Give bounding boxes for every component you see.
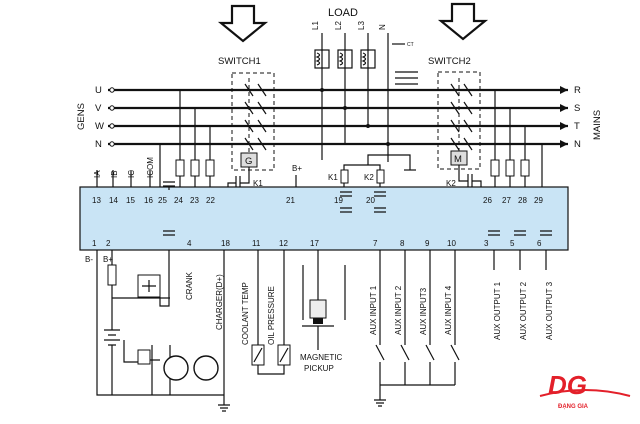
terminal-capacitors (163, 181, 552, 236)
terminal-15: 15 (126, 196, 135, 205)
pickup-label: PICKUP (304, 364, 334, 373)
input-icom: ICOM (146, 157, 155, 178)
terminal-20: 20 (366, 196, 375, 205)
mains-phase-r: R (574, 85, 581, 96)
current-transformers: CT (314, 42, 418, 91)
relay-coils: B+ K1 K2 (292, 154, 416, 195)
battery-crank-wiring: B- B+ CRANK CHARGER(D+) (85, 250, 230, 412)
terminal-24: 24 (174, 196, 183, 205)
terminal-29: 29 (534, 196, 543, 205)
logo-subtext: ĐẠNG GIA (558, 404, 589, 410)
aux-outputs: AUX OUTPUT 1 AUX OUTPUT 2 AUX OUTPUT 3 (493, 250, 554, 340)
phase-buses (108, 86, 568, 148)
terminal-14: 14 (109, 196, 118, 205)
gens-phase-v: V (95, 103, 102, 114)
relay-k2-contact: K2 (446, 179, 456, 188)
gens-label: GENS (76, 103, 87, 130)
switch1-contactor: G K1 (231, 72, 275, 190)
terminal-11: 11 (252, 239, 261, 248)
magnetic-label: MAGNETIC (300, 353, 342, 362)
aux-input-1: AUX INPUT 1 (369, 285, 378, 335)
terminal-16: 16 (144, 196, 153, 205)
switch2-label: SWITCH2 (428, 56, 471, 67)
terminal-6: 6 (537, 239, 542, 248)
terminal-3: 3 (484, 239, 489, 248)
load-lines: L1 L2 L3 N (311, 21, 389, 162)
load-phase-l2: L2 (334, 21, 343, 30)
gens-phase-u: U (95, 85, 102, 96)
aux-output-2: AUX OUTPUT 2 (519, 281, 528, 340)
bplus-top-label: B+ (292, 164, 302, 173)
load-phase-l3: L3 (357, 21, 366, 30)
bottom-terminals: 1 2 4 18 11 12 17 7 8 9 10 3 5 6 (92, 239, 542, 248)
relay-k1-coil: K1 (328, 173, 338, 182)
engine-sensors: COOLANT TEMP OIL PRESSURE (241, 250, 291, 375)
terminal-13: 13 (92, 196, 101, 205)
gen-sense-wiring (96, 90, 236, 195)
mains-phase-n: N (574, 139, 581, 150)
input-ib: IB (110, 170, 119, 178)
logo-mark: DG (548, 370, 587, 400)
terminal-22: 22 (206, 196, 215, 205)
switch2-arrow-icon (437, 2, 489, 41)
aux-input-3: AUX INPUT3 (419, 287, 428, 335)
ct-label: CT (407, 42, 414, 48)
gens-phase-n: N (95, 139, 102, 150)
gens-phase-w: W (95, 121, 104, 132)
terminal-25: 25 (158, 196, 167, 205)
switch1-label: SWITCH1 (218, 56, 261, 67)
coolant-temp-label: COOLANT TEMP (241, 282, 250, 345)
terminal-1: 1 (92, 239, 97, 248)
load-phase-n: N (378, 24, 387, 30)
bminus-label: B- (85, 255, 93, 264)
terminal-2: 2 (106, 239, 111, 248)
terminal-28: 28 (518, 196, 527, 205)
terminal-21: 21 (286, 196, 295, 205)
terminal-8: 8 (400, 239, 405, 248)
top-terminals: 13 14 15 16 25 24 23 22 21 19 20 26 27 2… (92, 196, 543, 205)
aux-input-4: AUX INPUT 4 (444, 285, 453, 335)
mains-phase-t: T (574, 121, 580, 132)
bplus-bottom-label: B+ (103, 255, 113, 264)
switch2-contactor: M K2 (437, 71, 481, 188)
breaker-gen-label: G (245, 156, 252, 167)
oil-pressure-label: OIL PRESSURE (267, 286, 276, 345)
load-label: LOAD (328, 7, 358, 19)
switch1-arrow-icon (217, 4, 269, 43)
terminal-26: 26 (483, 196, 492, 205)
terminal-19: 19 (334, 196, 343, 205)
aux-input-2: AUX INPUT 2 (394, 285, 403, 335)
magnetic-pickup: MAGNETIC PICKUP (300, 250, 346, 373)
aux-output-1: AUX OUTPUT 1 (493, 281, 502, 340)
input-ic: IC (127, 170, 136, 178)
dang-gia-logo: DG ĐẠNG GIA (539, 370, 631, 410)
terminal-23: 23 (190, 196, 199, 205)
aux-inputs: AUX INPUT 1 AUX INPUT 2 AUX INPUT3 AUX I… (369, 250, 460, 407)
relay-k2-coil: K2 (364, 173, 374, 182)
aux-output-3: AUX OUTPUT 3 (545, 281, 554, 340)
relay-k1-contact: K1 (253, 179, 263, 188)
input-ia: IA (93, 170, 102, 178)
terminal-17: 17 (310, 239, 319, 248)
terminal-7: 7 (373, 239, 378, 248)
terminal-18: 18 (221, 239, 230, 248)
terminal-12: 12 (279, 239, 288, 248)
breaker-mains-label: M (454, 154, 462, 165)
terminal-4: 4 (187, 239, 192, 248)
charger-label: CHARGER(D+) (215, 274, 224, 330)
crank-label: CRANK (185, 271, 194, 300)
terminal-27: 27 (502, 196, 511, 205)
controller-module (79, 186, 569, 251)
load-phase-l1: L1 (311, 21, 320, 30)
mains-phase-s: S (574, 103, 580, 114)
mains-label: MAINS (592, 110, 603, 140)
mains-sense-wiring (472, 90, 543, 195)
terminal-5: 5 (510, 239, 515, 248)
terminal-10: 10 (447, 239, 456, 248)
terminal-9: 9 (425, 239, 430, 248)
